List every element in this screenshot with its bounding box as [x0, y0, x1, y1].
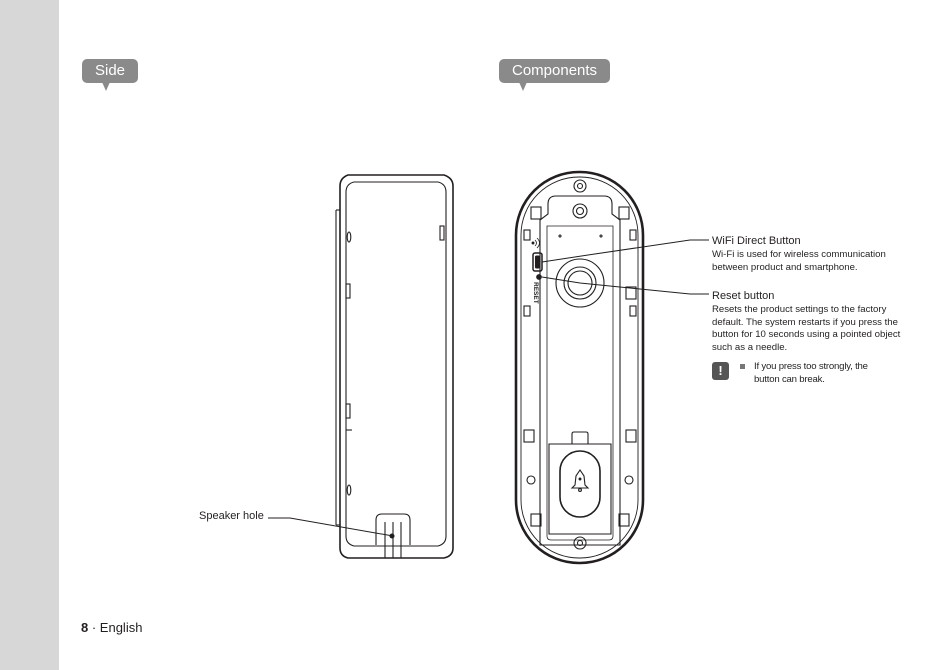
doorbell-front-view	[514, 170, 645, 565]
reset-leader-line	[541, 276, 709, 295]
section-tag-components: Components	[499, 59, 611, 91]
footer-separator: ·	[88, 620, 100, 635]
note-bullet	[740, 364, 745, 369]
reset-button-title: Reset button	[712, 290, 775, 302]
caution-icon: !	[712, 362, 729, 380]
page-sidebar-strip	[0, 0, 59, 670]
speaker-hole-leader-line	[268, 517, 394, 537]
speaker-hole-label: Speaker hole	[199, 510, 264, 522]
reset-button-description: Resets the product settings to the facto…	[712, 304, 901, 353]
section-tag-side: Side	[82, 59, 139, 91]
wifi-direct-button-description: Wi-Fi is used for wireless communication…	[712, 249, 886, 273]
page-number: 8	[81, 620, 89, 635]
doorbell-side-view	[335, 174, 454, 559]
caution-note-text: If you press too strongly, the button ca…	[754, 361, 868, 385]
page-footer: 8 · English	[81, 620, 142, 635]
footer-language: English	[99, 620, 143, 635]
reset-label-on-device: RESET	[532, 282, 539, 304]
wifi-direct-button-title: WiFi Direct Button	[712, 235, 801, 247]
wifi-leader-line	[541, 239, 709, 263]
